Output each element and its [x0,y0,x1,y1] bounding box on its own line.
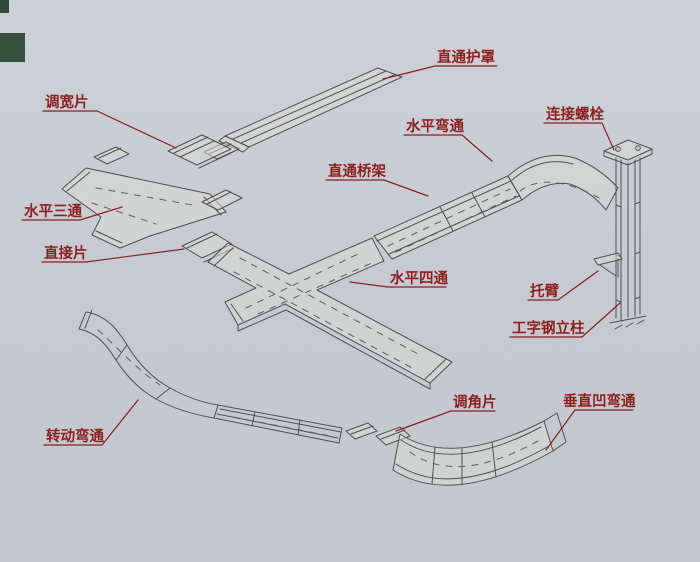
leader-connecting-bolt [543,122,615,151]
label-rotating-bend: 转动弯通 [46,427,104,445]
scan-mark-left [0,33,25,62]
leader-width-adjust-piece [42,110,177,149]
label-width-adjust-piece: 调宽片 [45,93,89,111]
angle-adjust-pieces-drawing [345,422,411,446]
label-straight-tray: 直通桥架 [328,162,386,180]
leader-rotating-bend [43,399,139,446]
leader-straight-cover [382,65,498,80]
leader-horizontal-bend [403,134,493,162]
scan-artifacts [0,0,25,62]
bolt-icon [615,146,621,152]
support-arm-drawing [593,252,623,278]
rotating-bend-drawing [78,309,343,444]
label-horizontal-tee: 水平三通 [24,202,82,220]
i-beam-column-drawing [603,139,653,330]
assembly-drawing [61,67,653,486]
label-straight-cover: 直通护罩 [437,48,495,66]
vertical-concave-bend-drawing [392,412,567,486]
label-direct-connect-piece: 直接片 [44,244,88,262]
label-connecting-bolt: 连接螺栓 [546,105,604,123]
horizontal-bend-drawing [507,154,619,211]
width-adjust-pieces-drawing [93,134,234,169]
part-labels: 直通护罩 调宽片 水平弯通 连接螺栓 直通桥架 水平三通 直接片 水平四通 托臂… [24,48,636,445]
label-support-arm: 托臂 [530,282,559,300]
label-horizontal-cross: 水平四通 [390,269,448,287]
label-horizontal-bend: 水平弯通 [406,117,464,135]
leader-direct-connect-piece [41,248,185,263]
label-i-beam-column: 工字钢立柱 [512,319,585,337]
leader-angle-adjust-piece [395,410,496,432]
leader-support-arm [527,270,599,301]
leader-horizontal-tee [21,206,123,221]
label-vertical-concave-bend: 垂直凹弯通 [563,392,636,410]
leader-straight-tray [325,179,429,197]
bolt-icon [635,145,641,151]
connector-piece-drawing [201,189,243,211]
leader-i-beam-column [509,302,621,338]
leader-vertical-concave-bend [545,409,634,451]
scan-mark-top [0,0,9,13]
leader-horizontal-cross [349,281,447,288]
horizontal-cross-drawing [207,237,453,390]
label-angle-adjust-piece: 调角片 [453,393,497,411]
leader-lines [21,65,634,451]
